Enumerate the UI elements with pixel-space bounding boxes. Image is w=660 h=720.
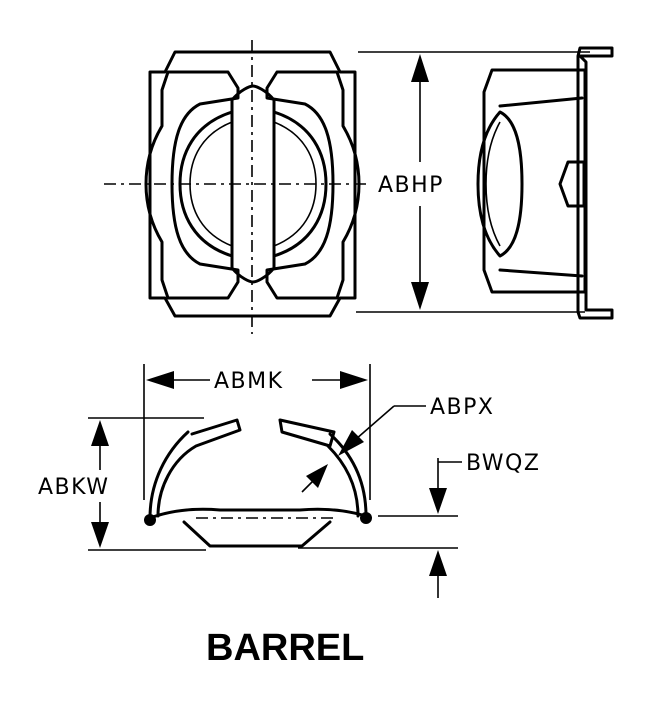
barrel-front-view — [104, 40, 366, 334]
bwqz-arrow-bottom — [429, 550, 447, 576]
diagram-title: BARREL — [206, 627, 364, 669]
abmk-label: ABMK — [214, 369, 284, 394]
abkw-arrow-top — [91, 420, 109, 446]
abkw-dimension: ABKW — [38, 417, 206, 551]
barrel-end-view — [144, 418, 372, 548]
bwqz-label: BWQZ — [466, 451, 540, 476]
abmk-arrow-left — [146, 371, 174, 389]
barrel-side-view — [476, 46, 614, 320]
abmk-arrow-right — [340, 371, 368, 389]
abhp-dimension: ABHP — [356, 51, 590, 313]
abmk-dimension: ABMK — [143, 364, 371, 500]
abpx-label: ABPX — [430, 395, 494, 420]
abkw-arrow-bottom — [91, 522, 109, 548]
abpx-arrow-lower — [306, 464, 328, 488]
bwqz-dimension: BWQZ — [298, 451, 540, 598]
abhp-arrow-bottom — [411, 282, 429, 310]
abpx-dimension: ABPX — [301, 395, 494, 493]
abpx-arrow-upper — [338, 430, 364, 456]
abkw-label: ABKW — [38, 475, 110, 500]
bwqz-arrow-top — [429, 488, 447, 514]
abhp-label: ABHP — [378, 173, 444, 198]
abhp-arrow-top — [411, 54, 429, 82]
